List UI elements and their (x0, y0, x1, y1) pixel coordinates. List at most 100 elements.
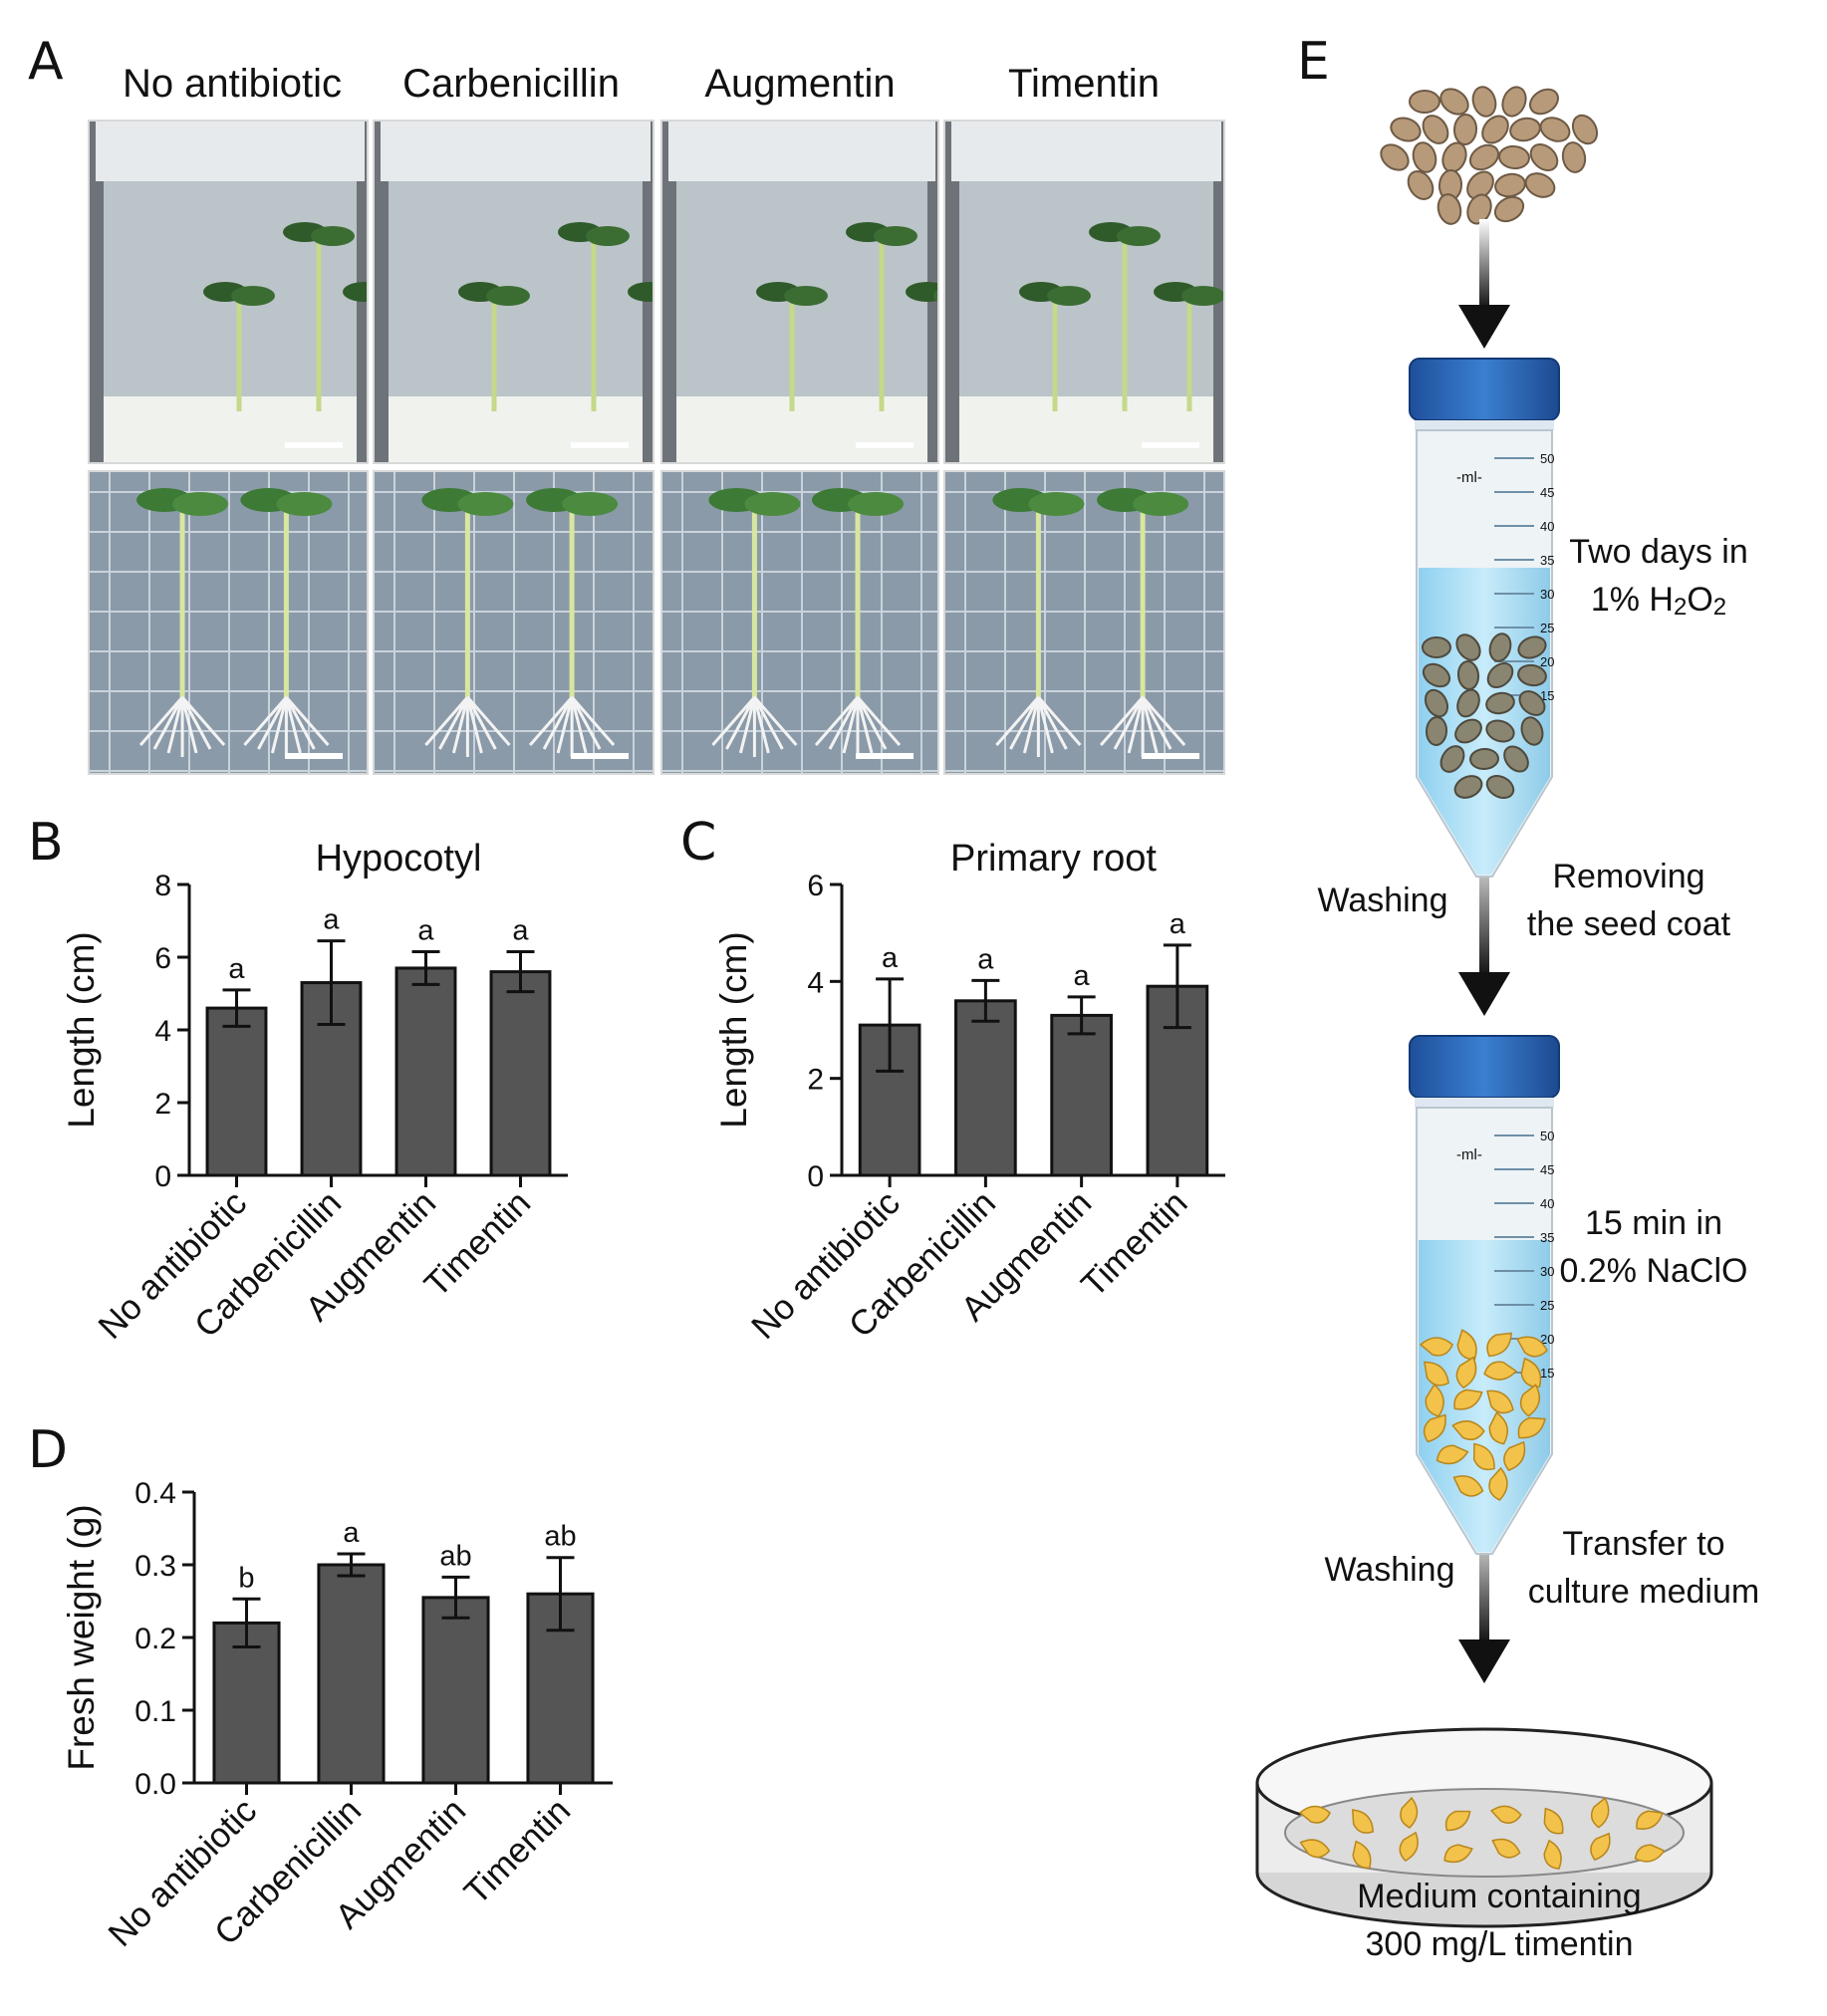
peeled-seed-icon (1491, 1838, 1521, 1859)
tube-graduation-label: 20 (1540, 654, 1554, 669)
peeled-seed-icon (1452, 1475, 1484, 1497)
bar (1050, 1013, 1113, 1177)
peeled-seed-icon (1472, 1442, 1495, 1471)
flow-arrow-head (1458, 1639, 1510, 1683)
tube-graduation-label: 50 (1540, 1129, 1554, 1143)
bar (954, 999, 1017, 1177)
seed-icon (1517, 635, 1547, 659)
seed-icon (1471, 86, 1497, 118)
flow-arrow-head (1458, 972, 1510, 1016)
tube-graduation-label: 50 (1540, 451, 1554, 466)
significance-letter: a (1074, 960, 1091, 992)
scale-bar (285, 442, 343, 448)
seed-icon (1485, 719, 1515, 743)
seedling-grid-photo (373, 470, 654, 775)
peeled-seed-icon (1451, 1420, 1485, 1440)
significance-letter: b (238, 1562, 254, 1594)
x-tick-label: Timentin (417, 1183, 539, 1305)
seed-icon (1466, 193, 1492, 225)
seed-icon (1439, 745, 1465, 773)
seedling-grid-photo (660, 470, 939, 775)
seedling-grid-photo (88, 470, 369, 775)
peeled-seed-icon (1483, 1361, 1518, 1381)
seed-icon (1380, 143, 1410, 171)
seed-icon (1524, 172, 1556, 198)
seed-icon (1466, 170, 1494, 200)
tube-graduation-label: 40 (1540, 519, 1554, 534)
seed-icon (1422, 115, 1449, 144)
significance-letter: a (882, 942, 899, 974)
y-axis-label: Fresh weight (g) (61, 1504, 102, 1770)
bar (205, 1006, 268, 1177)
significance-letter: ab (544, 1521, 576, 1553)
seed-icon (1529, 142, 1559, 172)
significance-letter: a (228, 953, 245, 985)
scale-bar (856, 753, 914, 759)
flow-arrow-shaft (1479, 219, 1489, 309)
scale-bar (1142, 442, 1199, 448)
seed-icon (1485, 774, 1515, 800)
peeled-seed-icon (1423, 1413, 1446, 1443)
peeled-seed-icon (1455, 1356, 1477, 1389)
seed-icon (1422, 636, 1451, 658)
y-tick-label: 4 (807, 966, 824, 999)
seed-icon (1517, 663, 1547, 687)
flow-arrow-shaft (1479, 837, 1489, 976)
tube-graduation-label: 20 (1540, 1332, 1554, 1347)
seed-icon (1561, 141, 1587, 173)
significance-letter: a (1170, 908, 1186, 940)
peeled-seed-icon (1453, 1388, 1483, 1410)
column-title-augmentin: Augmentin (704, 62, 896, 106)
y-axis-label: Length (cm) (61, 931, 102, 1128)
peeled-seed-icon (1351, 1809, 1375, 1834)
peeled-seed-icon (1298, 1805, 1331, 1824)
tube-graduation-label: 45 (1540, 1162, 1554, 1177)
seed-icon (1455, 633, 1481, 661)
scale-bar (285, 753, 343, 759)
seed-icon (1422, 662, 1451, 688)
peeled-seed-icon (1399, 1831, 1419, 1863)
y-tick-label: 0.1 (134, 1695, 176, 1728)
tube-graduation-label: 15 (1540, 1366, 1554, 1381)
petri-dish-icon (1255, 1727, 1713, 1928)
column-title-no-antibiotic: No antibiotic (122, 62, 343, 106)
remove-seed-coat-text: Removing the seed coat (1494, 853, 1763, 948)
y-axis-label: Length (cm) (713, 931, 754, 1128)
peeled-seed-icon (1486, 1389, 1514, 1414)
peeled-seed-icon (1543, 1807, 1564, 1835)
seed-icon (1468, 143, 1500, 171)
seed-icon (1481, 115, 1509, 144)
step1-line2: 1% H2O2 (1590, 581, 1727, 621)
significance-letter: a (323, 904, 340, 936)
peeled-seed-icon (1489, 1805, 1522, 1824)
step2-line1: 15 min in (1585, 1204, 1722, 1242)
transfer-line1: Transfer to (1562, 1525, 1725, 1563)
seedling-grid-photo (943, 470, 1225, 775)
bar (317, 1563, 386, 1785)
panel-letter-d: D (28, 1420, 69, 1480)
y-tick-label: 6 (154, 942, 171, 975)
medium-text: Medium containing 300 mg/L timentin (1300, 1873, 1698, 1968)
seed-icon (1425, 716, 1448, 746)
bar (421, 1596, 490, 1785)
peeled-seed-icon (1503, 1440, 1526, 1472)
seed-icon (1456, 688, 1480, 718)
peeled-seed-icon (1590, 1832, 1611, 1862)
peeled-seed-icon (1400, 1796, 1419, 1829)
significance-letter: ab (439, 1540, 471, 1572)
peeled-seed-icon (1299, 1839, 1331, 1859)
y-tick-label: 0.0 (134, 1768, 176, 1801)
column-title-timentin: Timentin (1008, 62, 1160, 106)
washing-label-1: Washing (1317, 882, 1448, 919)
tube-graduation-label: 35 (1540, 553, 1554, 568)
seed-icon (1439, 88, 1469, 116)
step1-line1: Two days in (1569, 533, 1748, 571)
peeled-seed-icon (1590, 1797, 1610, 1829)
step2-text: 15 min in 0.2% NaClO (1534, 1199, 1773, 1295)
scale-bar (856, 442, 914, 448)
y-tick-label: 6 (807, 870, 824, 902)
peeled-seed-icon (1515, 1336, 1548, 1358)
